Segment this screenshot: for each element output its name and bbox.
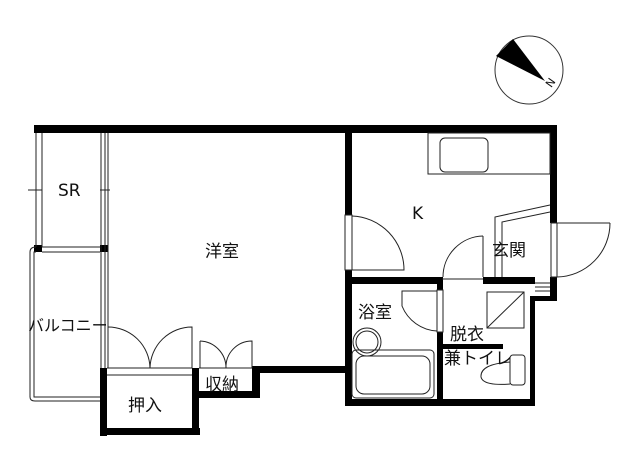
room-label-dressing: 脱衣 (450, 325, 484, 345)
walls (34, 125, 557, 436)
compass: N (494, 35, 564, 105)
room-label-storage: 収納 (205, 375, 239, 395)
room-label-balcony: バルコニー (28, 316, 108, 335)
room-label-bathroom: 浴室 (358, 303, 392, 323)
north-arrow-icon (496, 39, 545, 81)
thin-lines (28, 132, 611, 402)
room-label-toilet: 兼トイレ (444, 349, 512, 369)
room-labels: SR 洋室 K 玄関 浴室 脱衣 兼トイレ 押入 収納 バルコニー (28, 181, 526, 416)
room-label-western-room: 洋室 (205, 242, 239, 262)
room-label-sr: SR (58, 181, 81, 201)
room-label-entrance: 玄関 (492, 241, 526, 261)
room-label-closet: 押入 (128, 396, 162, 416)
room-label-kitchen: K (412, 204, 424, 224)
